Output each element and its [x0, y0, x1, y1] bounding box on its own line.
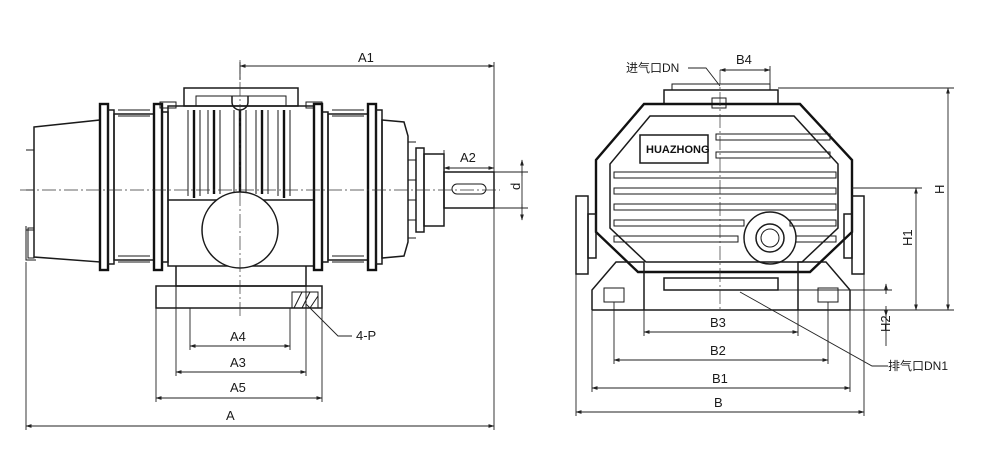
outlet-port — [743, 211, 797, 265]
left-end-cap — [25, 119, 101, 263]
label-b3: B3 — [710, 315, 726, 330]
left-flanges — [98, 102, 169, 272]
dimension-b2: B2 — [613, 302, 829, 364]
label-a5: A5 — [230, 380, 246, 395]
dimension-h: H — [778, 87, 954, 311]
label-a: A — [226, 408, 235, 423]
dimension-h2: H2 — [778, 283, 893, 346]
label-h1: H1 — [900, 229, 915, 246]
front-view: A1 A2 d A4 A3 A5 — [20, 50, 528, 430]
dimension-b: B — [575, 274, 865, 416]
label-inlet: 进气口DN — [626, 60, 679, 75]
central-casing — [159, 87, 323, 287]
label-b1: B1 — [712, 371, 728, 386]
dimension-a3: A3 — [175, 308, 307, 376]
label-holes: 4-P — [356, 328, 376, 343]
side-flanges — [575, 195, 865, 275]
side-fins — [613, 133, 837, 243]
label-h2: H2 — [878, 315, 893, 332]
label-d: d — [508, 183, 523, 190]
dimension-b3: B3 — [643, 310, 799, 336]
label-b: B — [714, 395, 723, 410]
dimension-a: A — [25, 208, 495, 430]
label-outlet: 排气口DN1 — [888, 358, 948, 373]
brand-label: HUAZHONG — [646, 144, 710, 156]
label-h: H — [932, 185, 947, 194]
base-feet — [155, 285, 323, 309]
label-b2: B2 — [710, 343, 726, 358]
label-a1: A1 — [358, 50, 374, 65]
inlet-callout: 进气口DN — [626, 60, 721, 87]
dimension-a5: A5 — [155, 308, 323, 402]
label-b4: B4 — [736, 52, 752, 67]
dimension-d: d — [494, 159, 528, 221]
side-feet — [591, 261, 851, 311]
right-end-cap — [381, 119, 495, 259]
outlet-callout: 排气口DN1 — [739, 291, 948, 373]
holes-callout: 4-P — [305, 303, 376, 343]
nameplate: HUAZHONG — [639, 134, 710, 164]
label-a4: A4 — [230, 329, 246, 344]
dimension-a2: A2 — [443, 150, 495, 170]
label-a2: A2 — [460, 150, 476, 165]
label-a3: A3 — [230, 355, 246, 370]
side-view: HUAZHONG — [575, 52, 954, 416]
dimension-a4: A4 — [189, 308, 291, 350]
right-flanges — [312, 102, 383, 272]
dimension-a1: A1 — [239, 50, 495, 172]
dimension-b1: B1 — [591, 310, 851, 392]
dimension-b4: B4 — [719, 52, 771, 86]
dimension-h1: H1 — [852, 187, 922, 311]
